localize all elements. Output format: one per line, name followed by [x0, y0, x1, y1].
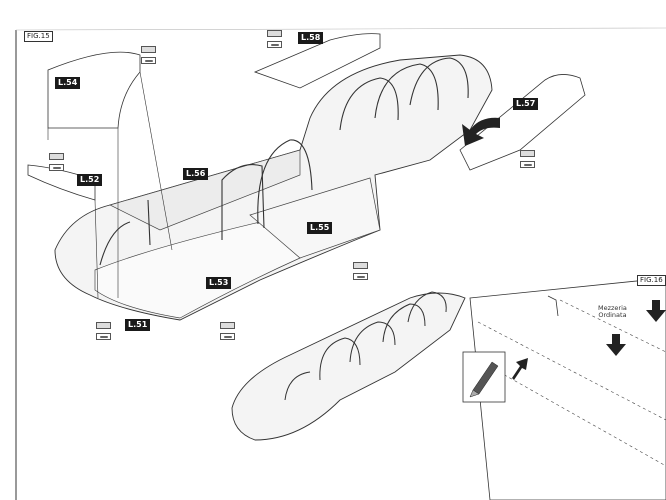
glue-knife-icon	[353, 262, 368, 282]
part-tag-l53: L.53	[206, 277, 232, 289]
glue-knife-icon	[141, 46, 156, 66]
guide-lines	[47, 71, 173, 299]
glue-knife-icon	[220, 322, 235, 342]
figure-label-16: FIG.16	[637, 275, 666, 286]
panel-l53	[94, 221, 301, 319]
mezzeria-line-2: Ordinata	[598, 311, 627, 319]
page-border-top	[15, 27, 666, 31]
glue-knife-icon	[96, 322, 111, 342]
fuselage-lower-view	[231, 292, 466, 441]
assembly-arrow-icon	[462, 117, 500, 146]
glue-knife-icon	[520, 150, 535, 170]
part-tag-l56: L.56	[183, 168, 209, 180]
glue-knife-icon	[49, 153, 64, 173]
fig16-dashed-lines	[477, 299, 666, 467]
fig16-box	[469, 277, 666, 500]
part-tag-l51: L.51	[125, 319, 151, 331]
glue-knife-icon	[267, 30, 282, 50]
fig16-arrow-1	[606, 334, 626, 356]
panel-l58	[253, 33, 381, 89]
part-tag-l57: L.57	[513, 98, 539, 110]
panel-l54	[47, 51, 141, 129]
panel-l55	[249, 177, 381, 259]
fig16-arrow-3	[512, 358, 528, 380]
part-tag-l52: L.52	[77, 174, 103, 186]
part-tag-l58: L.58	[298, 32, 324, 44]
figure-label-15: FIG.15	[24, 31, 53, 42]
part-tag-l55: L.55	[307, 222, 333, 234]
part-tag-l54: L.54	[55, 77, 81, 89]
mezzeria-note: Mezzeria Ordinata	[598, 305, 627, 319]
mezzeria-line-1: Mezzeria	[598, 304, 627, 312]
formers	[99, 57, 469, 266]
panel-l57	[459, 74, 586, 171]
lower-formers	[284, 291, 447, 401]
fig16-arrow-2	[646, 300, 666, 322]
